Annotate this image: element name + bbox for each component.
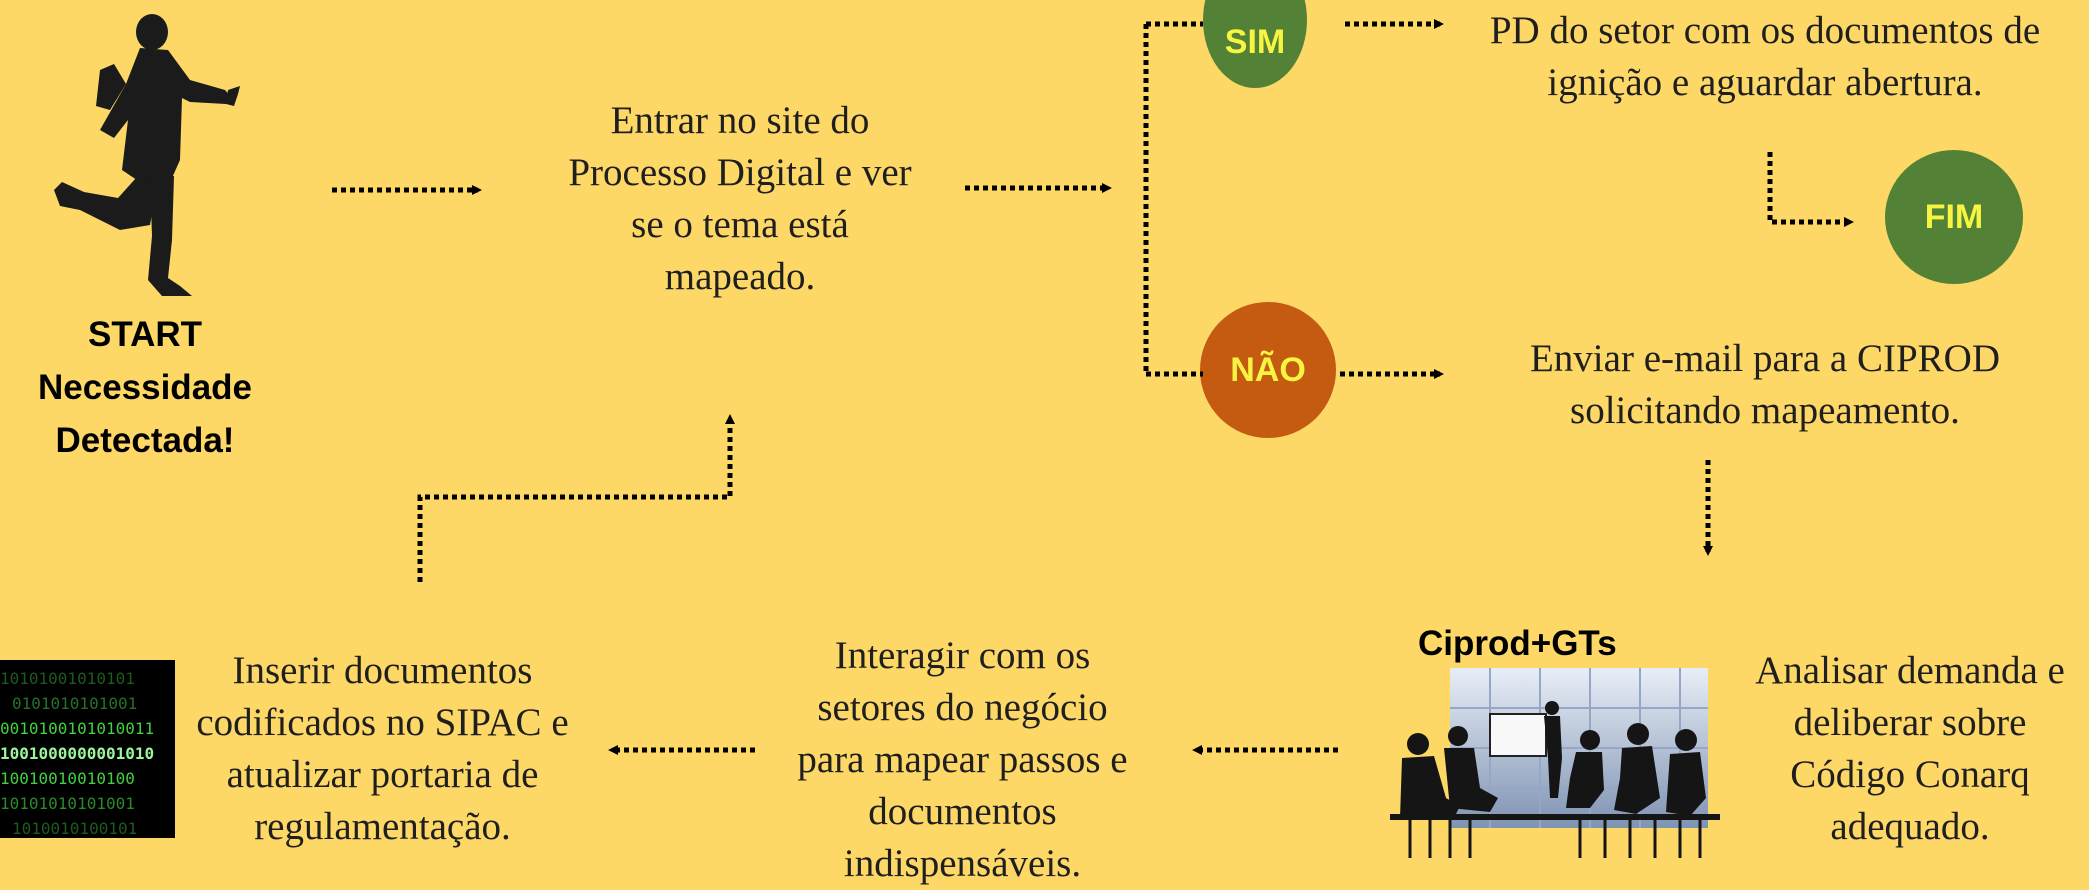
start-label: START Necessidade Detectada! — [0, 308, 290, 467]
binary-row: 10101001010101 — [0, 669, 135, 688]
running-man-icon — [40, 10, 240, 300]
end-fim-label: FIM — [1924, 197, 1984, 236]
step-nao-action: Enviar e-mail para a CIPROD solicitando … — [1529, 337, 2001, 432]
step-analyze: Analisar demanda e deliberar sobre Códig… — [1755, 649, 2065, 848]
step-sim-action: PD do setor com os documentos de ignição… — [1489, 9, 2041, 104]
start-line3: Detectada! — [55, 421, 235, 460]
start-line2: Necessidade — [37, 368, 253, 407]
step-insert: Inserir documentos codificados no SIPAC … — [196, 649, 569, 848]
arrow-insert-to-check — [417, 414, 735, 582]
binary-row: 0010100101010011 — [0, 719, 155, 738]
binary-code-image: 10101001010101 0101010101001 00101001010… — [0, 660, 175, 838]
decision-nao-label: NÃO — [1230, 350, 1306, 389]
start-title: START — [87, 315, 203, 354]
end-fim: FIM — [1885, 150, 2023, 284]
meeting-image — [1390, 628, 1720, 863]
binary-row: 1001000000001010 — [0, 744, 155, 763]
decision-sim-label: SIM — [1224, 22, 1286, 61]
meeting-label: Ciprod+GTs — [1418, 624, 1617, 663]
binary-row: 10010010010100 — [0, 769, 135, 788]
arrow-action-to-fim — [1767, 152, 1854, 227]
binary-row: 0101010101001 — [12, 694, 138, 713]
step-interact: Interagir com os setores do negócio para… — [797, 634, 1128, 885]
binary-row: 10101010101001 — [0, 794, 135, 813]
step-check-site: Entrar no site do Processo Digital e ver… — [568, 99, 912, 298]
decision-nao: NÃO — [1200, 302, 1336, 438]
binary-row: 1010010100101 — [12, 819, 138, 838]
